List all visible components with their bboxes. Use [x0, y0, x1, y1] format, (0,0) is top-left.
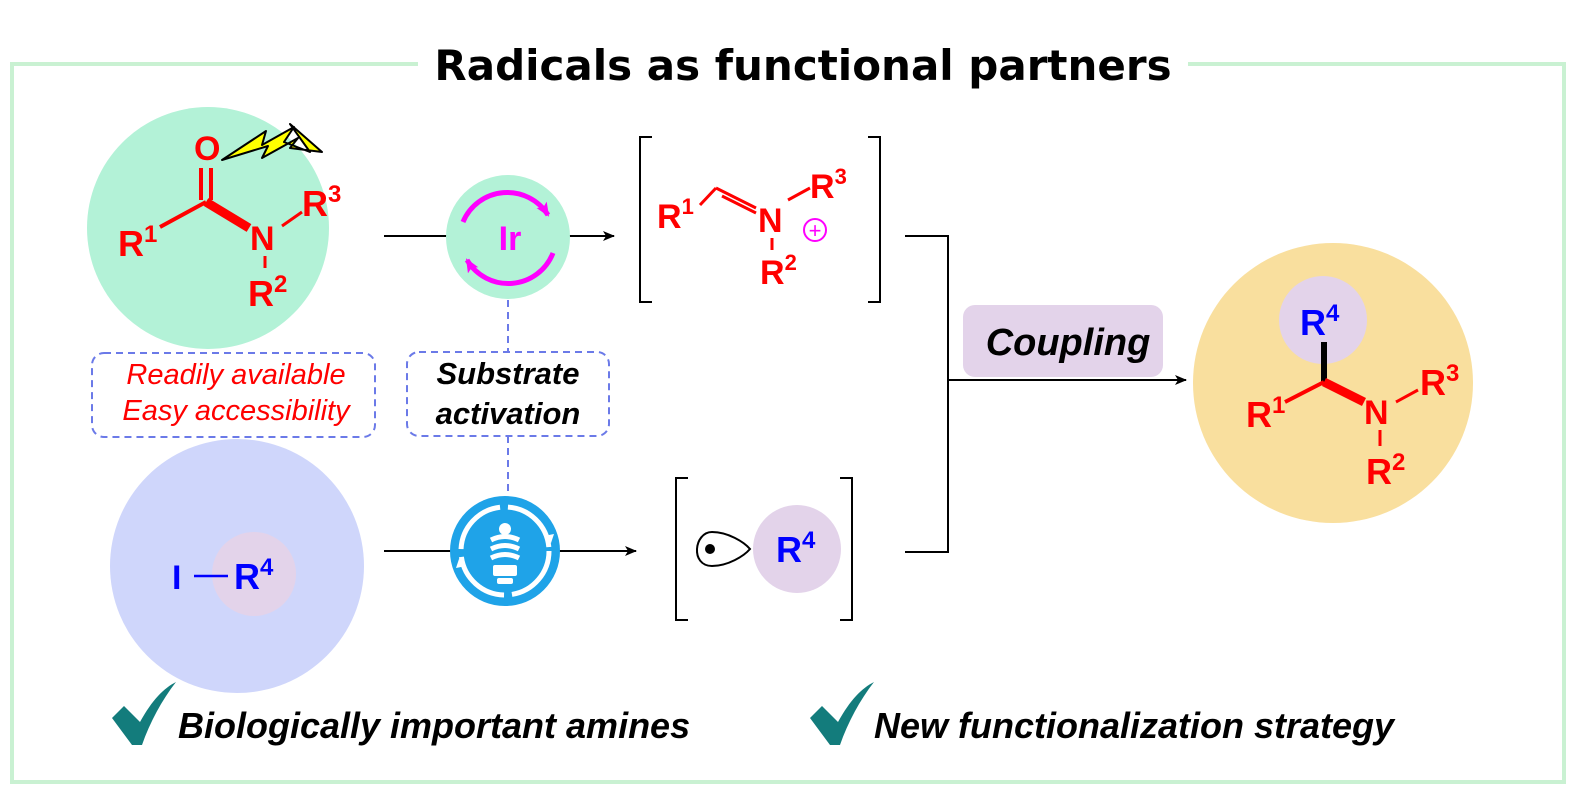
product-r2-label: R2	[1366, 449, 1405, 492]
lightning-icon	[221, 123, 323, 161]
iminium-nitrogen-label: N	[758, 202, 783, 240]
coupling-label: Coupling	[986, 322, 1151, 364]
product-cn-bond	[1321, 377, 1367, 407]
iminium-charge-label: +	[809, 218, 822, 243]
amide-nitrogen-label: N	[250, 220, 275, 258]
iminium-r3-label: R3	[810, 164, 847, 206]
activation-note-line2: activation	[436, 396, 581, 431]
amide-nr3-bond	[281, 210, 303, 228]
highlight-amines: Biologically important amines	[178, 705, 690, 746]
catalyst-label: Ir	[499, 220, 522, 258]
product-nr3-bond	[1395, 388, 1419, 404]
iminium-bracket-left	[639, 136, 652, 303]
amide-r1-label: R1	[118, 221, 157, 264]
convergence-bracket	[905, 235, 949, 553]
product-r3-label: R3	[1420, 360, 1459, 403]
amide-cn-bond	[203, 198, 252, 232]
iodide-r4-label: R4	[234, 554, 274, 597]
iminium-double-bond-a	[715, 186, 757, 210]
check-icon	[810, 682, 874, 745]
coupling-label-box	[963, 305, 1163, 377]
iodide-iodine-label: I	[172, 559, 181, 597]
radical-bracket-right	[840, 477, 853, 621]
activation-note-box	[406, 351, 610, 437]
product-r1-bond	[1284, 380, 1325, 404]
amide-oxygen-label: O	[194, 130, 220, 168]
radical-electron-dot	[705, 544, 715, 554]
catalyst-cycle-upper	[460, 189, 551, 223]
amide-r2-label: R2	[248, 271, 287, 314]
bulb-icon	[450, 496, 560, 606]
iminium-single-bond	[698, 186, 718, 207]
radical-r4-label: R4	[776, 527, 816, 570]
activation-note-line1: Substrate	[437, 356, 580, 391]
iminium-charge-circle	[803, 218, 827, 242]
iodide-r4-highlight	[212, 532, 296, 616]
availability-note-line2: Easy accessibility	[122, 395, 351, 427]
radical-r4-highlight	[753, 505, 841, 593]
product-r4-highlight	[1279, 276, 1367, 364]
radical-bracket-left	[675, 477, 688, 621]
amide-r1-bond	[159, 200, 207, 229]
iminium-double-bond-b	[721, 194, 757, 215]
product-r4-label: R4	[1300, 300, 1340, 343]
highlight-strategy: New functionalization strategy	[874, 705, 1396, 746]
title-background	[418, 40, 1188, 90]
iminium-r1-label: R1	[657, 194, 694, 236]
product-r1-label: R1	[1246, 392, 1285, 435]
amide-circle	[87, 107, 329, 349]
product-nitrogen-label: N	[1364, 394, 1389, 432]
amide-r3-label: R3	[302, 181, 341, 224]
check-icon	[112, 682, 176, 745]
availability-note-box	[91, 352, 376, 438]
availability-note-line1: Readily available	[126, 359, 345, 391]
diagram-title: Radicals as functional partners	[434, 41, 1171, 90]
catalyst-cycle-lower	[464, 252, 556, 287]
iminium-bracket-right	[868, 136, 881, 303]
iminium-r2-label: R2	[760, 250, 797, 292]
radical-orbital-icon	[696, 530, 752, 568]
iminium-nr3-bond	[787, 186, 811, 202]
